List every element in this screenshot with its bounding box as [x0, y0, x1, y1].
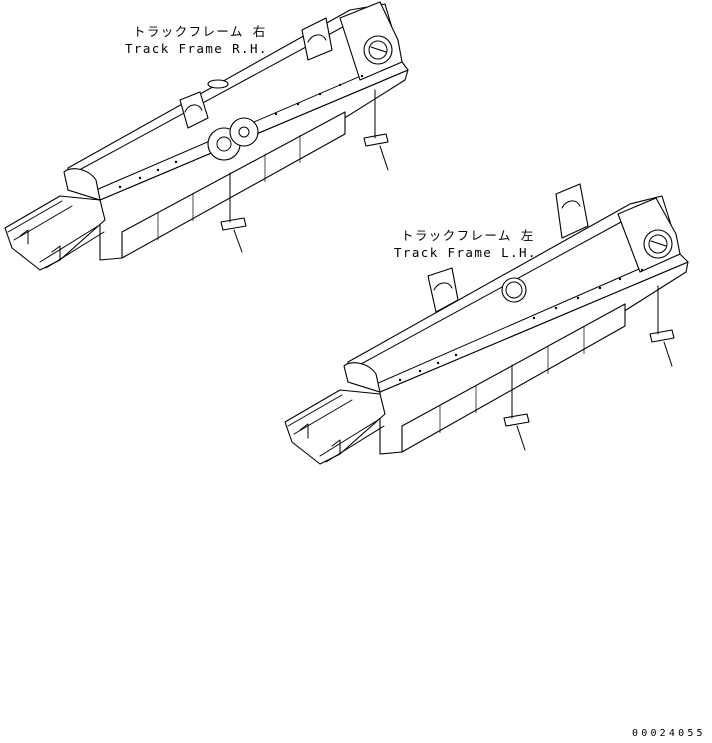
track-frame-rh-skirt	[121, 111, 346, 259]
label-track-frame-rh-en: Track Frame R.H.	[125, 41, 268, 56]
track-frame-lh-skirt	[401, 303, 626, 453]
label-track-frame-lh-jp: トラックフレーム 左	[401, 228, 535, 243]
caution-plate-rh-rear	[363, 89, 389, 171]
track-frame-rh	[4, 1, 409, 271]
document-number: 00024055	[632, 728, 706, 739]
track-frame-lh-front-yoke	[284, 389, 386, 465]
track-frame-rh-brackets	[179, 17, 333, 161]
label-track-frame-lh-en: Track Frame L.H.	[394, 245, 537, 260]
track-frame-lh	[284, 183, 689, 465]
track-frame-rh-front-yoke	[4, 195, 106, 271]
caution-plate-rh-front	[220, 172, 247, 253]
track-frame-lh-brackets	[427, 183, 589, 313]
caution-plate-lh-rear	[649, 285, 675, 367]
label-track-frame-rh-jp: トラックフレーム 右	[133, 24, 267, 39]
caution-plate-lh-front	[503, 364, 530, 451]
track-frame-lh-bolts	[398, 268, 644, 382]
